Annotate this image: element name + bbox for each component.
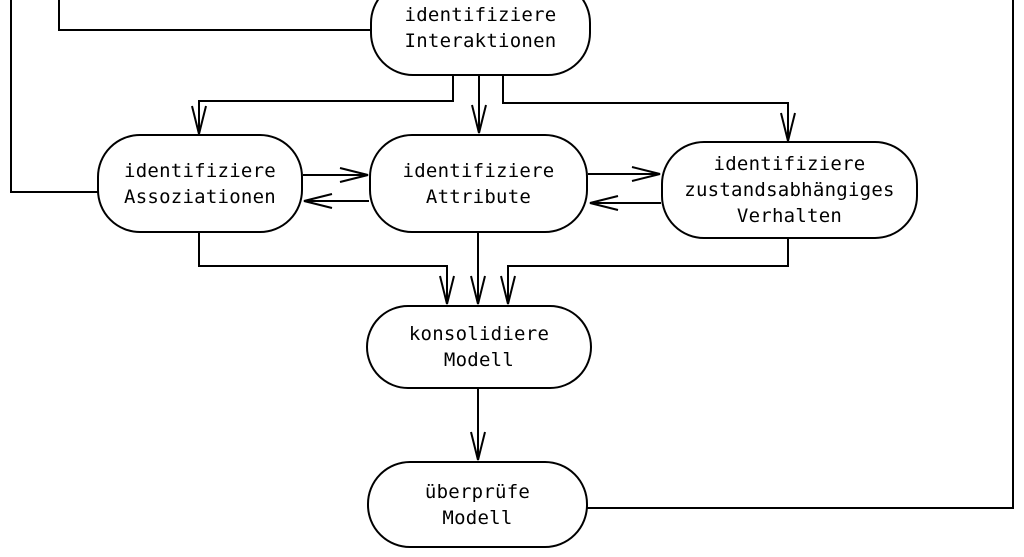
node-label-line: konsolidiere — [408, 323, 550, 345]
node-identifiziere-zustandsabhaengiges-verhalten: identifiziere zustandsabhängiges Verhalt… — [661, 141, 918, 239]
edge-feedback-to-assoziationen — [10, 0, 99, 193]
node-ueberpruefe-modell: überprüfe Modell — [367, 461, 588, 548]
edge-interaktionen-to-verhalten — [502, 74, 796, 142]
node-konsolidiere-modell: konsolidiere Modell — [366, 305, 592, 389]
edge-verhalten-to-konsolidiere — [500, 238, 789, 305]
node-label-line: Modell — [442, 506, 513, 529]
node-label-line: Assoziationen — [124, 185, 276, 208]
node-label-line: Modell — [443, 349, 515, 371]
node-label-line: identifiziere — [713, 153, 866, 175]
node-label-line: zustandsabhängiges — [684, 179, 895, 201]
node-identifiziere-interaktionen: identifiziere Interaktionen — [370, 0, 591, 76]
edge-feedback-to-interaktionen — [58, 0, 372, 31]
node-identifiziere-assoziationen: identifiziere Assoziationen — [97, 134, 303, 233]
node-label-line: Attribute — [425, 185, 532, 208]
edge-ueberpruefe-feedback — [586, 0, 1014, 509]
node-identifiziere-attribute: identifiziere Attribute — [369, 134, 588, 233]
edge-assoziationen-to-konsolidiere — [198, 232, 455, 305]
node-label-line: identifiziere — [402, 159, 555, 182]
node-label-line: identifiziere — [404, 4, 557, 26]
node-label-line: überprüfe — [424, 480, 531, 503]
edge-interaktionen-to-assoziationen — [191, 74, 454, 135]
node-label-line: Verhalten — [736, 205, 843, 227]
node-label-line: identifiziere — [124, 159, 276, 182]
node-label-line: Interaktionen — [404, 30, 557, 52]
